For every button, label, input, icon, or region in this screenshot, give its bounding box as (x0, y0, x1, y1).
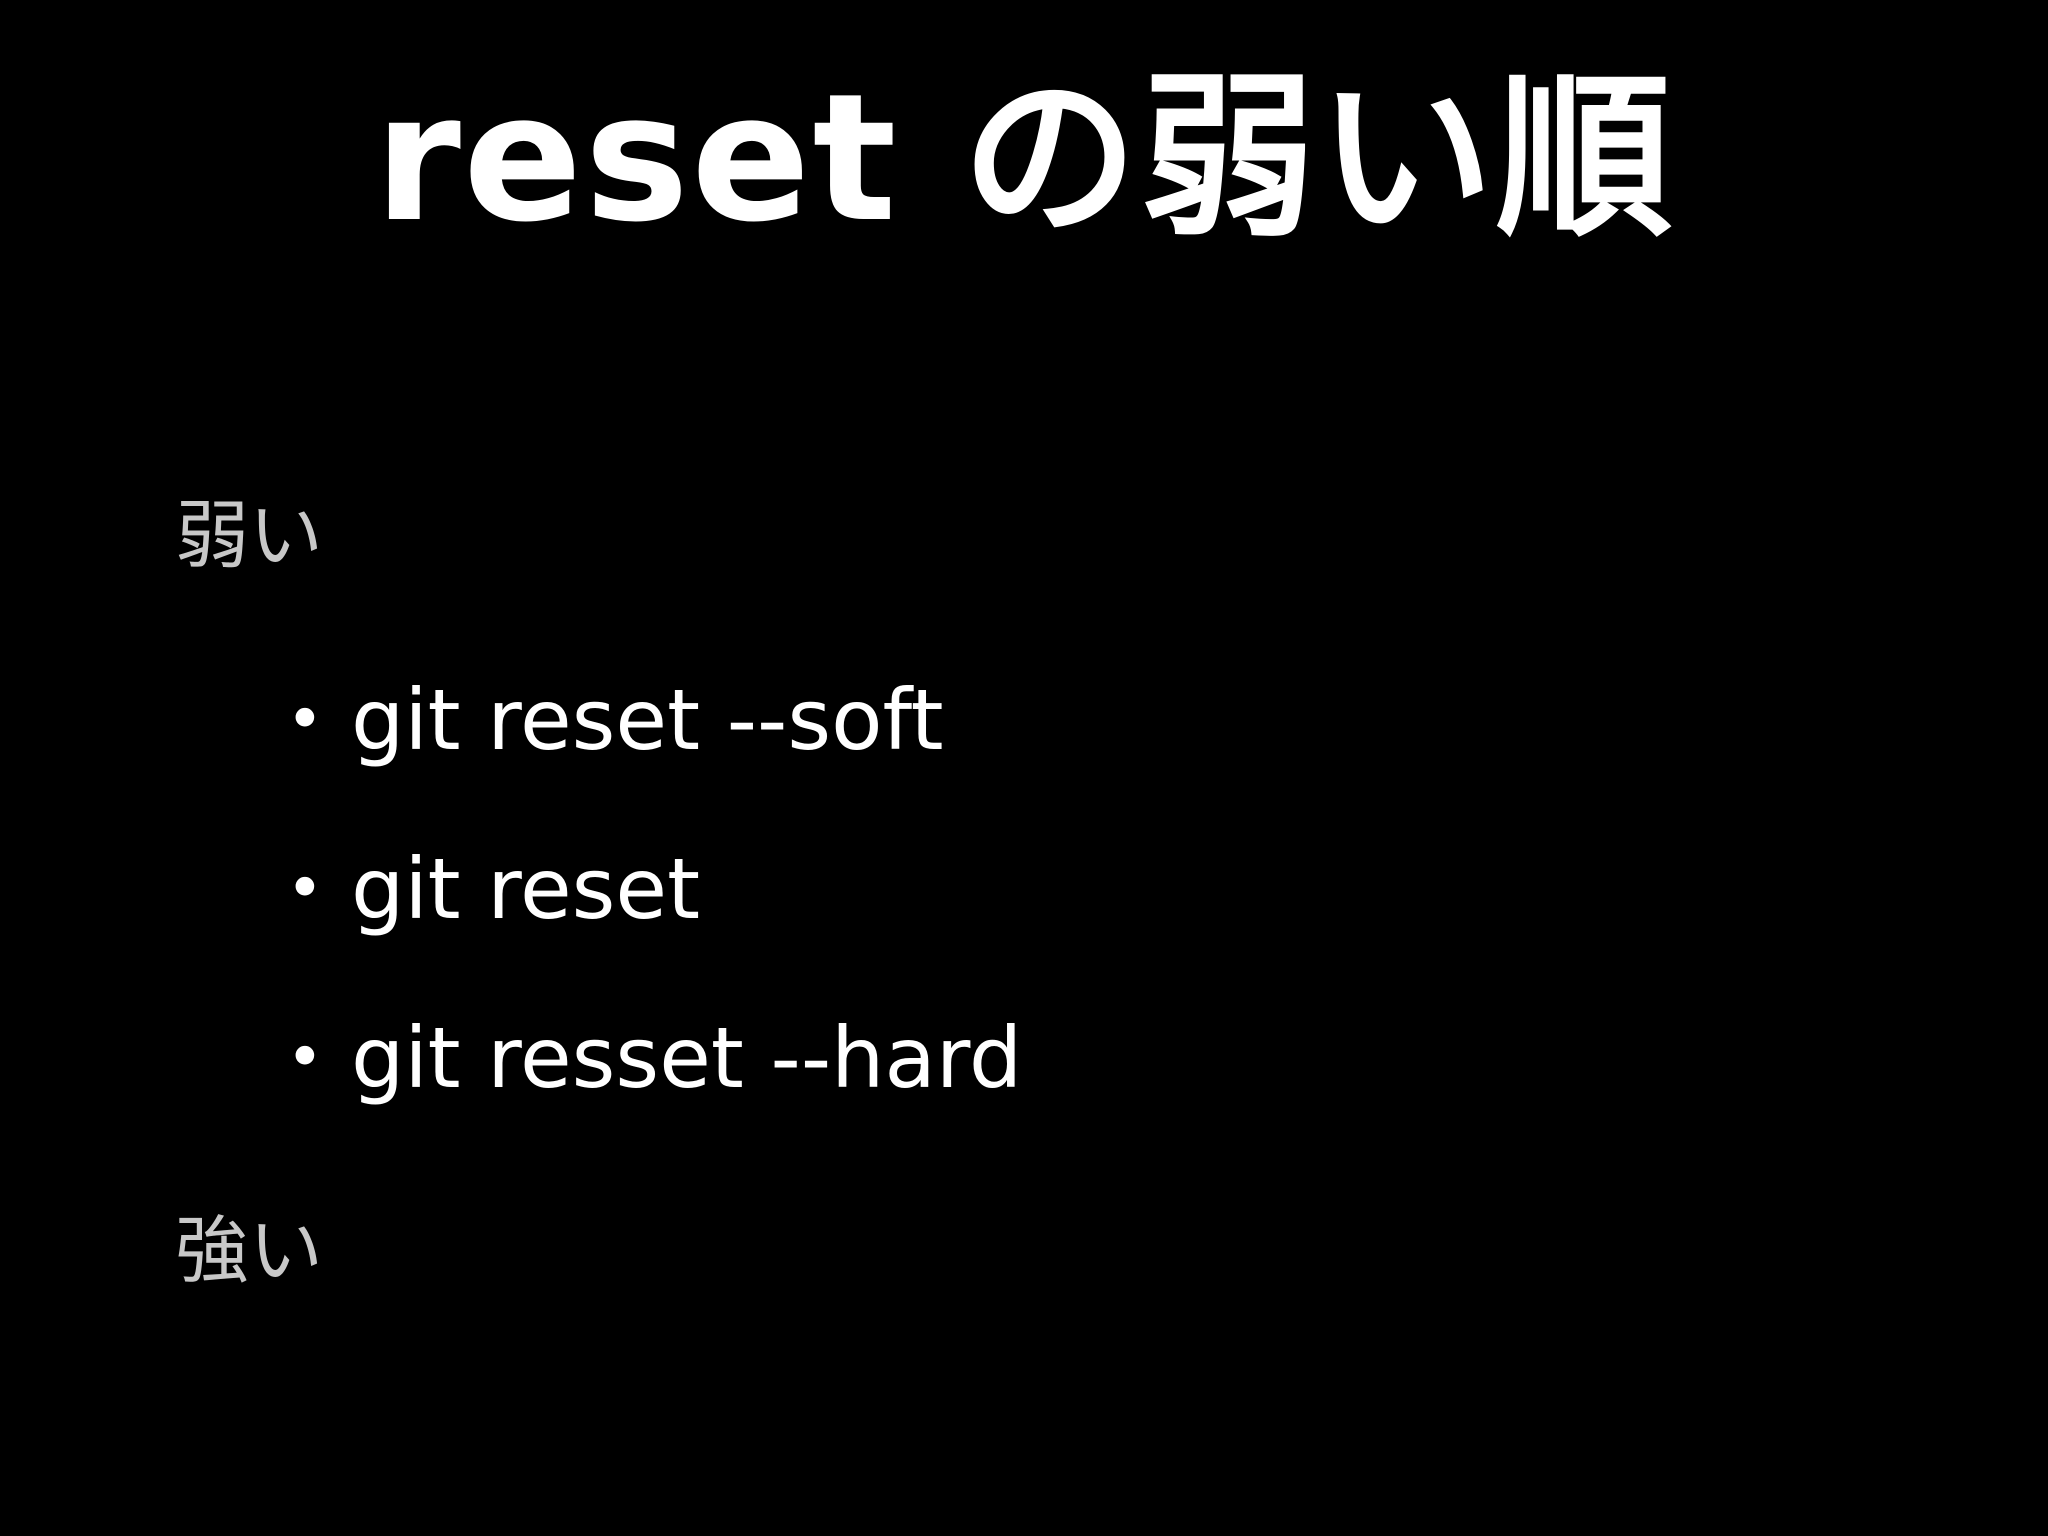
strong-label: 強い (175, 1208, 323, 1294)
command-list: • git reset --soft • git reset • git res… (278, 665, 1022, 1172)
bullet-icon: • (286, 1021, 324, 1095)
command-text: git resset --hard (351, 1009, 1023, 1107)
slide-title: reset の弱い順 (374, 56, 1674, 261)
list-item: • git reset --soft (278, 665, 1022, 834)
command-text: git reset --soft (351, 671, 944, 769)
list-item: • git resset --hard (278, 1003, 1022, 1172)
bullet-icon: • (286, 683, 324, 757)
list-item: • git reset (278, 834, 1022, 1003)
weak-label: 弱い (175, 493, 323, 579)
bullet-icon: • (286, 852, 324, 926)
command-text: git reset (351, 840, 701, 938)
